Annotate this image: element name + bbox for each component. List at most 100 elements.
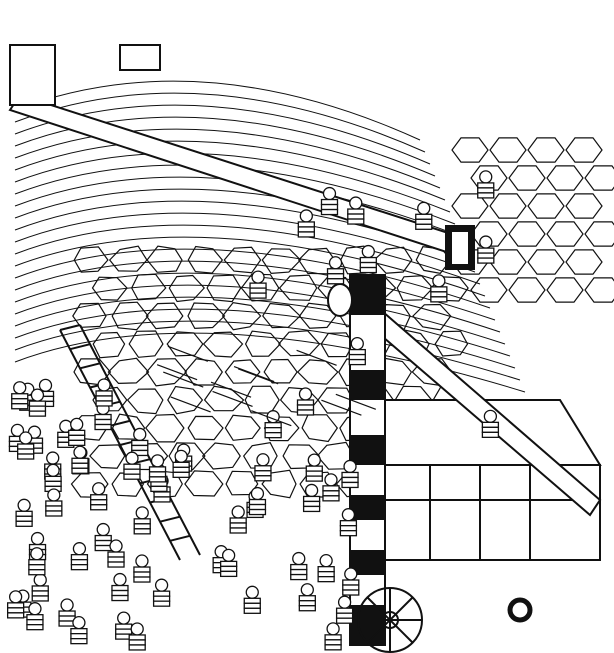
stone [202, 331, 244, 358]
left-tower [9, 44, 161, 106]
stone [301, 414, 339, 443]
soldier [44, 463, 62, 493]
stone [145, 358, 188, 387]
stone [223, 246, 262, 274]
pole-band [350, 495, 385, 520]
soldiers-crowd [6, 170, 500, 651]
pole-band [350, 605, 385, 645]
soldier [28, 388, 47, 417]
soldier [31, 573, 49, 602]
soldier [348, 336, 366, 366]
stone [107, 357, 150, 385]
soldier [296, 387, 315, 416]
stone [412, 303, 452, 331]
stone [108, 245, 148, 272]
soldier [415, 201, 433, 230]
soldier [17, 431, 35, 460]
arrow [296, 349, 337, 366]
stone [565, 249, 603, 275]
soldier [152, 578, 171, 607]
soldier [305, 453, 323, 482]
ladder-rung [159, 515, 181, 523]
stone [126, 388, 164, 415]
stone [203, 385, 245, 412]
stone [111, 301, 149, 331]
stone [224, 359, 261, 384]
stone [565, 193, 603, 219]
stone [584, 221, 614, 247]
pole-band [350, 275, 385, 315]
soldier [324, 622, 342, 651]
stone [320, 332, 354, 358]
stone [201, 442, 241, 470]
arrow [167, 345, 209, 362]
soldier [6, 590, 25, 619]
stone [128, 330, 164, 358]
soldier [28, 547, 46, 576]
brick-row [14, 260, 496, 321]
brick-row [14, 92, 426, 153]
stone [224, 414, 261, 441]
stone [508, 165, 546, 191]
brick-row [14, 80, 421, 141]
brick-row [14, 296, 511, 357]
stone [221, 301, 262, 331]
stone [470, 277, 508, 303]
stone [73, 246, 109, 273]
soldier [107, 539, 125, 568]
stone [451, 137, 489, 163]
brick-row [14, 152, 451, 213]
soldier [254, 453, 272, 482]
soldier [243, 585, 261, 614]
stone [240, 273, 280, 302]
ladder-rung [169, 534, 191, 542]
stone [263, 358, 298, 384]
soldier [68, 417, 86, 447]
stone [206, 274, 242, 303]
stone [146, 245, 183, 273]
soldier [57, 419, 75, 448]
stone [546, 221, 584, 247]
stone [262, 302, 301, 329]
soldier [335, 595, 354, 624]
soldier [11, 381, 29, 410]
stone [145, 413, 185, 443]
arrow [163, 371, 204, 388]
soldier [128, 622, 146, 651]
arrow [233, 365, 275, 383]
soldier [133, 554, 151, 583]
soldier [430, 274, 448, 303]
arrow [210, 381, 252, 398]
arrow [156, 364, 198, 381]
soldier [339, 508, 358, 537]
soldier [264, 410, 282, 439]
brick-row [14, 284, 506, 345]
soldier [26, 602, 44, 631]
stone [145, 302, 184, 330]
soldier [219, 548, 238, 578]
stone [546, 165, 584, 191]
pole-band [350, 435, 385, 465]
brick-row [14, 272, 501, 333]
stone [168, 442, 206, 471]
soldier [326, 256, 345, 285]
brick-row [14, 308, 516, 369]
ladder-rung [59, 324, 81, 331]
arrow [212, 390, 253, 408]
soldier [131, 427, 149, 457]
soldier [94, 522, 112, 552]
soldier [320, 186, 339, 216]
stone [470, 165, 508, 191]
stone [166, 331, 204, 357]
stone [565, 137, 603, 163]
soldier [70, 616, 88, 645]
stone [396, 275, 434, 302]
soldier [45, 488, 63, 517]
ladder-rung [69, 343, 91, 351]
stone [527, 137, 565, 163]
brick-row [14, 248, 491, 309]
soldier [342, 567, 360, 596]
stone [261, 469, 297, 499]
pole-band [350, 370, 385, 400]
stone [244, 330, 282, 357]
